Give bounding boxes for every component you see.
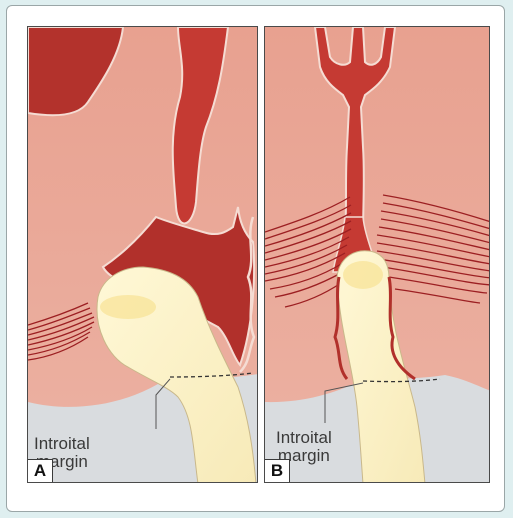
panel-b: Introital margin B <box>264 26 490 483</box>
panel-a: Introital margin A <box>27 26 258 483</box>
figure-frame: Introital margin A <box>6 5 505 512</box>
finger-highlight <box>100 295 156 319</box>
panel-label-b: B <box>264 459 290 483</box>
annotation-line-1: Introital <box>34 435 90 453</box>
annotation-line-1: Introital <box>276 429 332 447</box>
finger-highlight <box>343 261 383 289</box>
panel-a-illustration <box>28 27 258 483</box>
panel-label-a: A <box>27 459 53 483</box>
panel-b-illustration <box>265 27 490 483</box>
